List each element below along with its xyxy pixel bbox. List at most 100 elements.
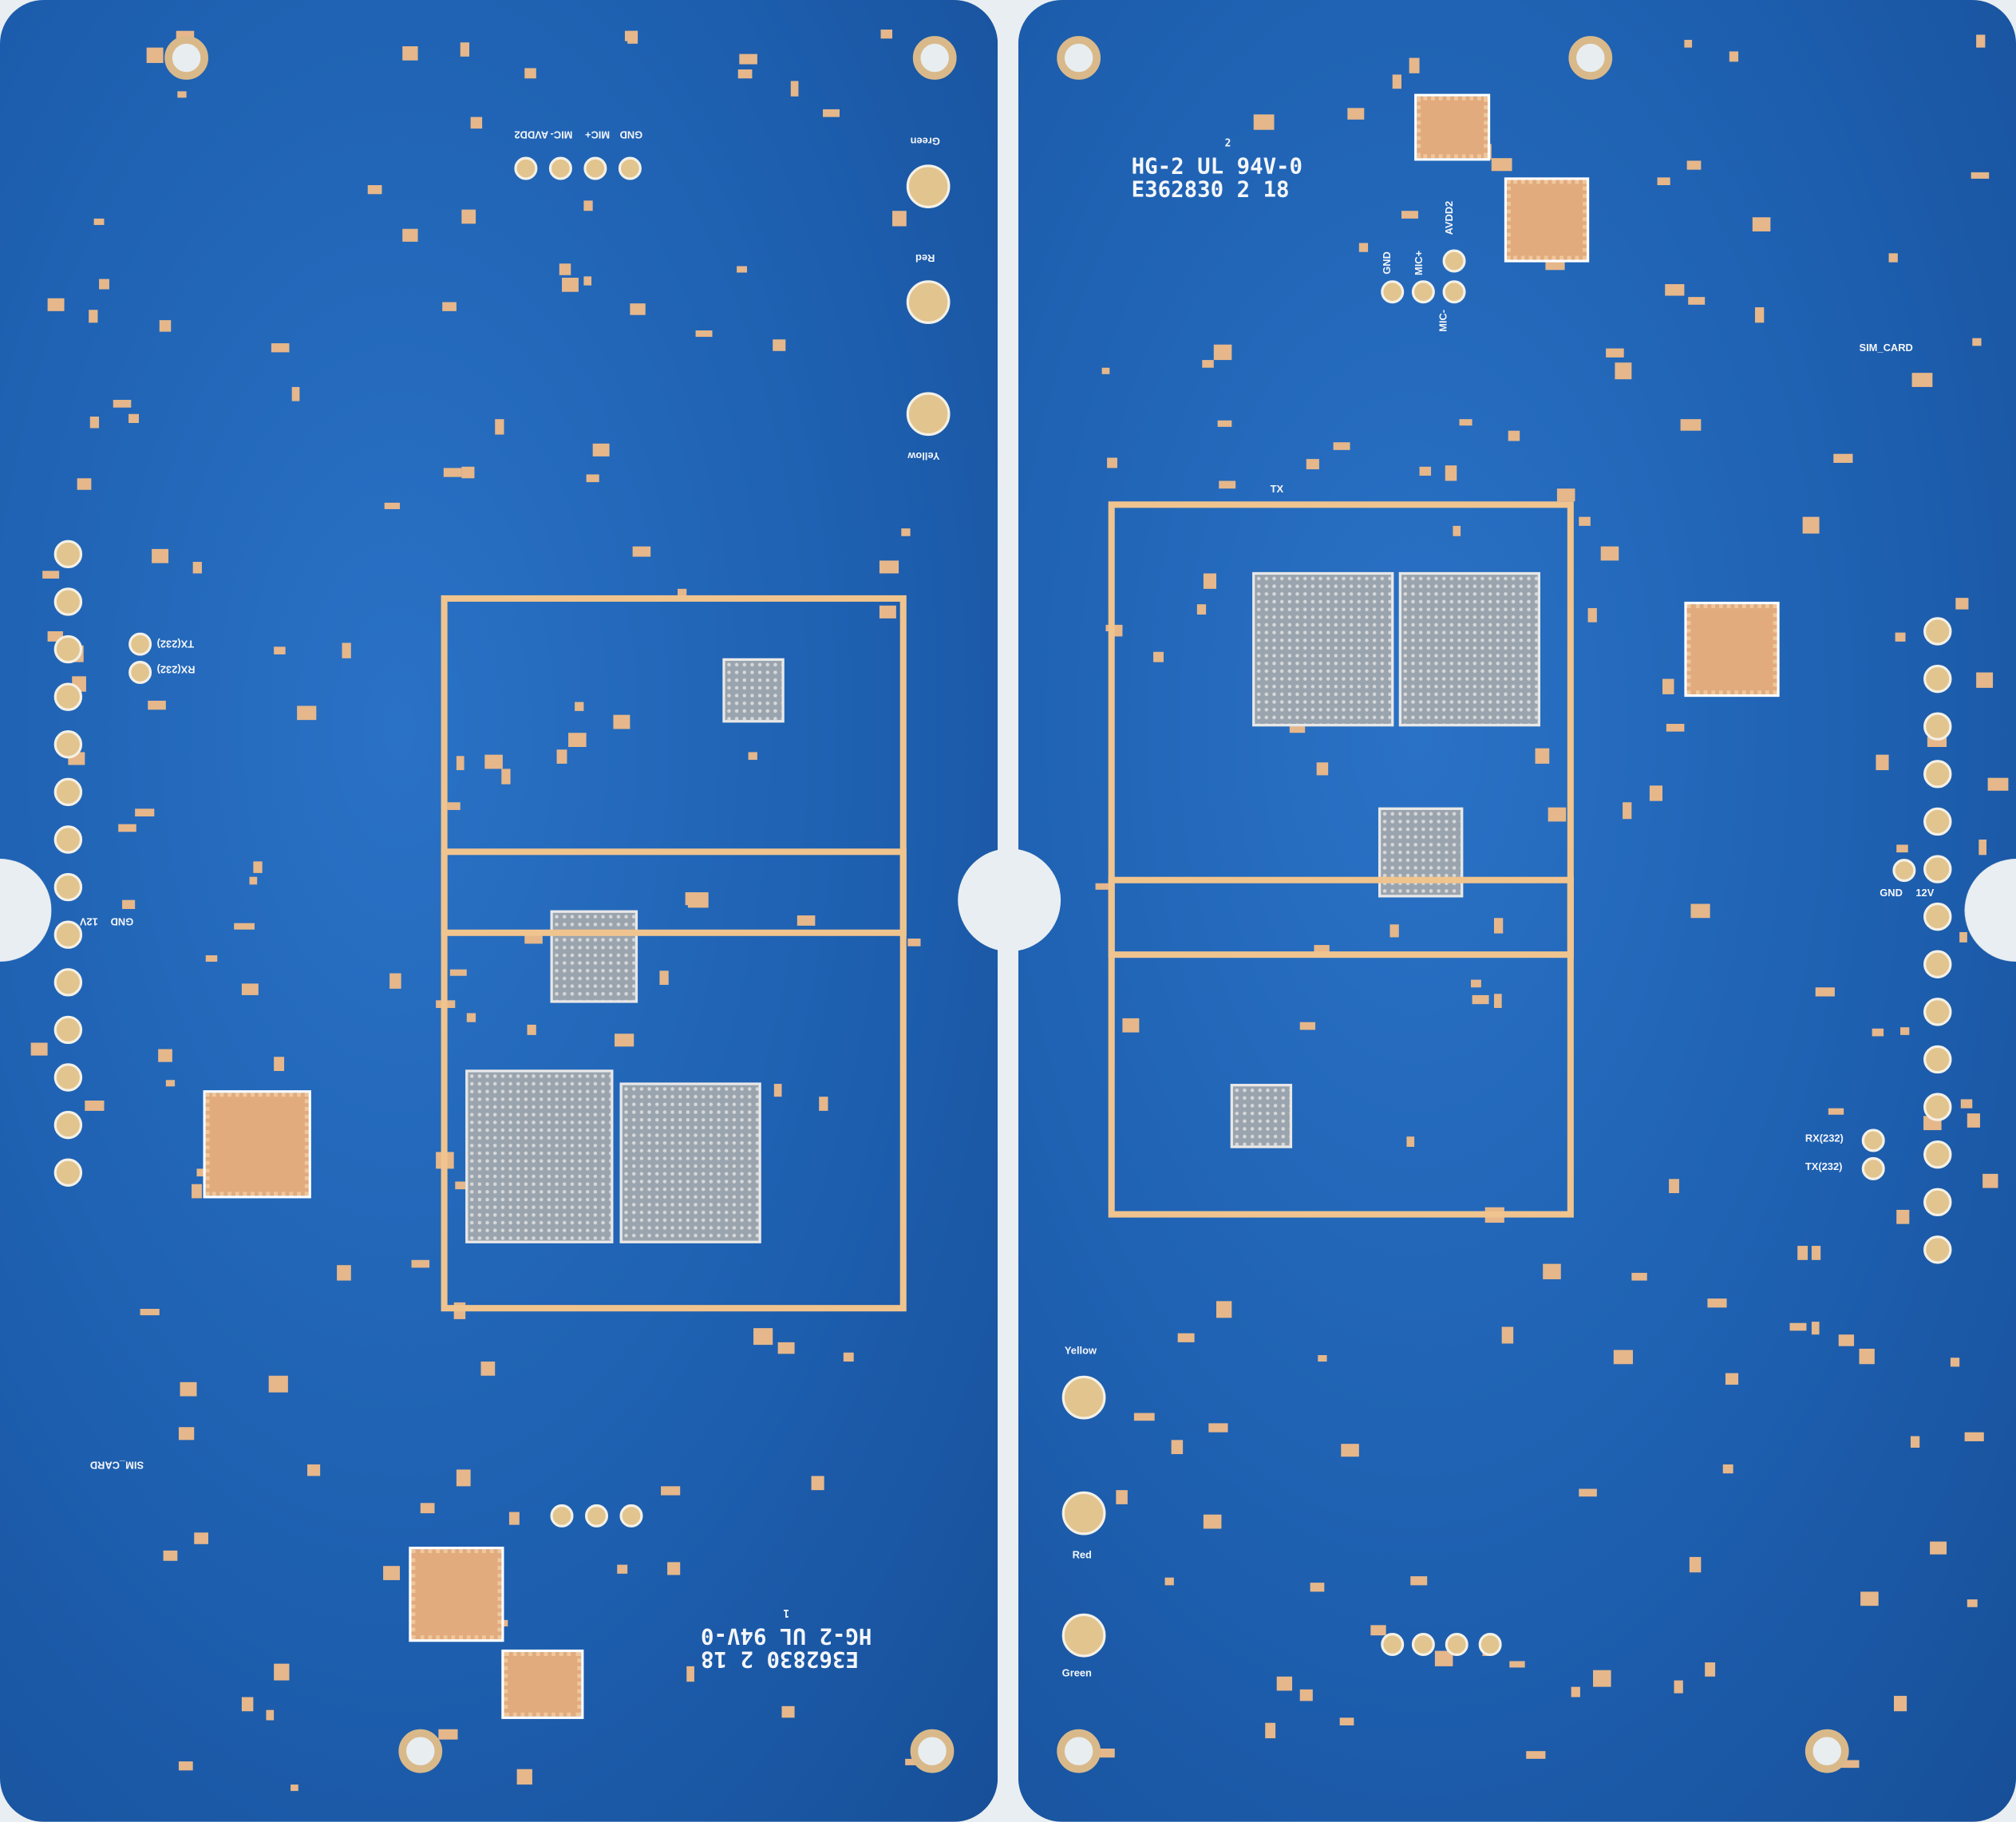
mic-label-mic-minus: MIC- <box>1437 309 1449 332</box>
smd-pad <box>77 477 91 490</box>
smd-pad <box>1501 1326 1514 1343</box>
smd-pad <box>568 733 587 747</box>
smd-pad <box>30 1042 49 1057</box>
smd-pad <box>495 419 504 435</box>
marking-line1: HG-2 UL 94V-0 <box>700 1622 872 1649</box>
through-hole-pad <box>53 730 83 759</box>
bga-chip <box>550 910 638 1003</box>
smd-pad <box>667 1561 680 1575</box>
smd-pad <box>146 48 164 64</box>
led-pad <box>1061 1375 1106 1420</box>
smd-pad <box>470 117 482 129</box>
smd-pad <box>1684 39 1693 48</box>
smd-pad <box>1170 1441 1184 1454</box>
through-hole-pad <box>53 587 83 616</box>
smd-pad <box>1876 755 1889 770</box>
smd-pad <box>118 824 136 832</box>
smd-pad <box>753 1328 773 1345</box>
smd-pad <box>526 1024 536 1035</box>
through-hole-pad <box>53 920 83 949</box>
smd-pad <box>1264 1722 1276 1739</box>
smd-pad <box>233 923 255 930</box>
smd-pad <box>659 970 669 985</box>
smd-pad <box>900 528 911 537</box>
smd-pad <box>1276 1676 1292 1691</box>
test-pad <box>1442 280 1466 304</box>
panel-number: 2 <box>1224 137 1231 149</box>
mic-label-avdd2: AVDD2 <box>514 128 549 140</box>
smd-pad <box>1967 1599 1978 1608</box>
smd-pad <box>1525 1750 1545 1759</box>
smd-pad <box>1680 419 1702 431</box>
serial-label-tx: TX(232) <box>1805 1160 1843 1173</box>
led-pad <box>1061 1491 1106 1535</box>
test-pad <box>585 1504 609 1528</box>
smd-pad <box>615 1034 634 1046</box>
smd-pad <box>179 1381 197 1396</box>
qfp-ic <box>1504 177 1590 263</box>
smd-pad <box>121 899 136 909</box>
smd-pad <box>1152 652 1164 662</box>
smd-pad <box>456 756 464 771</box>
serial-label-rx: RX(232) <box>156 663 196 675</box>
smd-pad <box>113 399 131 408</box>
smd-pad <box>880 29 893 39</box>
smd-pad <box>1753 216 1771 231</box>
smd-pad <box>1662 678 1675 695</box>
serial-label-rx: RX(232) <box>1805 1132 1844 1144</box>
through-hole-pad <box>1923 712 1952 741</box>
smd-pad <box>1691 904 1711 918</box>
smd-pad <box>1972 338 1982 346</box>
smd-pad <box>1435 1650 1453 1667</box>
smd-pad <box>1358 243 1369 252</box>
smd-pad <box>627 30 638 44</box>
smd-pad <box>1959 931 1967 943</box>
smd-pad <box>1790 1322 1807 1331</box>
smd-pad <box>1971 172 1990 180</box>
rf-shield-frame <box>1108 876 1574 1218</box>
smd-pad <box>1254 113 1275 131</box>
smd-pad <box>1812 1245 1821 1260</box>
smd-pad <box>454 1181 469 1190</box>
smd-pad <box>818 1096 828 1111</box>
smd-pad <box>94 218 105 226</box>
smd-pad <box>42 571 59 579</box>
smd-pad <box>291 387 300 401</box>
smd-pad <box>1895 632 1906 642</box>
mic-label-avdd2: AVDD2 <box>1443 200 1456 235</box>
bga-chip <box>722 658 785 723</box>
smd-pad <box>508 1512 520 1524</box>
smd-pad <box>524 933 543 944</box>
smd-pad <box>1203 572 1217 589</box>
rf-shield-frame <box>441 595 907 936</box>
left-board-marking: E362830 2 18 HG-2 UL 94V-0 1 <box>700 1601 872 1672</box>
serial-label-tx: TX(232) <box>156 638 195 650</box>
smd-pad <box>1690 1557 1701 1573</box>
smd-pad <box>411 1260 429 1268</box>
through-hole-pad <box>53 539 83 569</box>
test-pad <box>1478 1632 1502 1656</box>
test-pad <box>1381 1632 1405 1656</box>
through-hole-pad <box>53 825 83 854</box>
smd-pad <box>342 642 351 658</box>
mounting-hole <box>164 36 208 80</box>
smd-pad <box>1445 465 1457 482</box>
smd-pad <box>1955 598 1969 610</box>
mounting-hole <box>398 1729 443 1773</box>
smd-pad <box>1208 1422 1227 1433</box>
smd-pad <box>1460 418 1473 426</box>
smd-pad <box>1723 1464 1733 1474</box>
smd-pad <box>879 606 896 619</box>
mic-label-mic-minus: MIC- <box>550 128 573 140</box>
smd-pad <box>823 109 840 117</box>
smd-pad <box>612 715 630 730</box>
smd-pad <box>1310 1583 1324 1592</box>
smd-pad <box>1729 51 1739 61</box>
smd-pad <box>907 938 921 947</box>
smd-pad <box>1911 1436 1920 1448</box>
smd-pad <box>790 80 799 97</box>
smd-pad <box>367 184 382 194</box>
smd-pad <box>85 1100 105 1111</box>
smd-pad <box>1812 1321 1820 1335</box>
smd-pad <box>1571 1686 1580 1698</box>
